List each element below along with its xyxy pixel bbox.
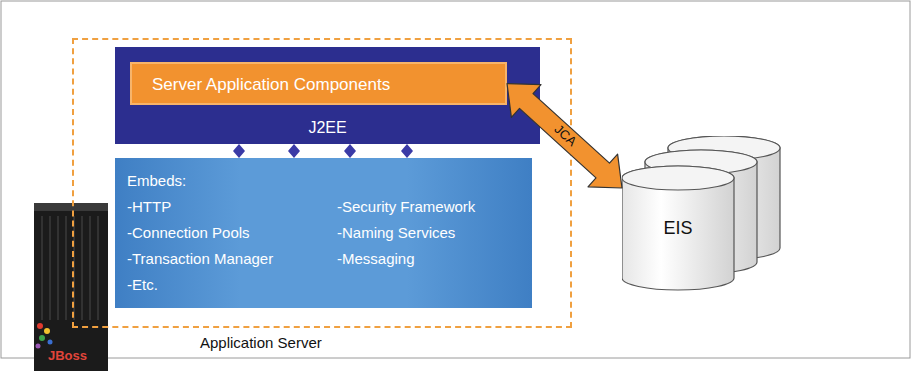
database-label: EIS — [622, 218, 734, 239]
box-text: -Etc. — [127, 276, 158, 293]
server-grille — [42, 216, 98, 320]
database-cylinders — [622, 136, 782, 296]
edge-label: JCA — [549, 121, 580, 151]
box-text: -Messaging — [337, 250, 415, 267]
box-text: -Transaction Manager — [127, 250, 273, 267]
box-text: Embeds: — [127, 172, 186, 189]
server-tower — [34, 203, 108, 371]
box-text: Server Application Components — [152, 75, 390, 95]
component-box: Server Application Components — [130, 62, 507, 105]
service-link-arrow — [288, 144, 300, 158]
box-text: -Naming Services — [337, 224, 455, 241]
app-server-region: Application ServerJ2EEServer Application… — [72, 38, 572, 328]
eis-database: EIS — [622, 136, 782, 296]
box-text: J2EE — [115, 119, 540, 137]
box-text: -Security Framework — [337, 198, 475, 215]
service-link-arrow — [401, 144, 413, 158]
service-link-arrow — [233, 144, 245, 158]
service-link-arrow — [344, 144, 356, 158]
cylinder-top — [622, 166, 734, 190]
logo-text: JBoss — [48, 349, 87, 364]
box-text: -HTTP — [127, 198, 171, 215]
interface-arrow — [507, 84, 622, 189]
services-panel: Embeds: -HTTP -Security Framework -Connecti… — [115, 158, 532, 308]
box-text: -Connection Pools — [127, 224, 250, 241]
logo-dots — [36, 323, 53, 349]
frame-border — [1, 1, 910, 358]
region-label: Application Server — [200, 334, 322, 351]
cylinder-body — [622, 166, 734, 290]
server-cap — [34, 203, 108, 211]
j2ee-container: J2EE Server Application Components — [115, 47, 540, 144]
